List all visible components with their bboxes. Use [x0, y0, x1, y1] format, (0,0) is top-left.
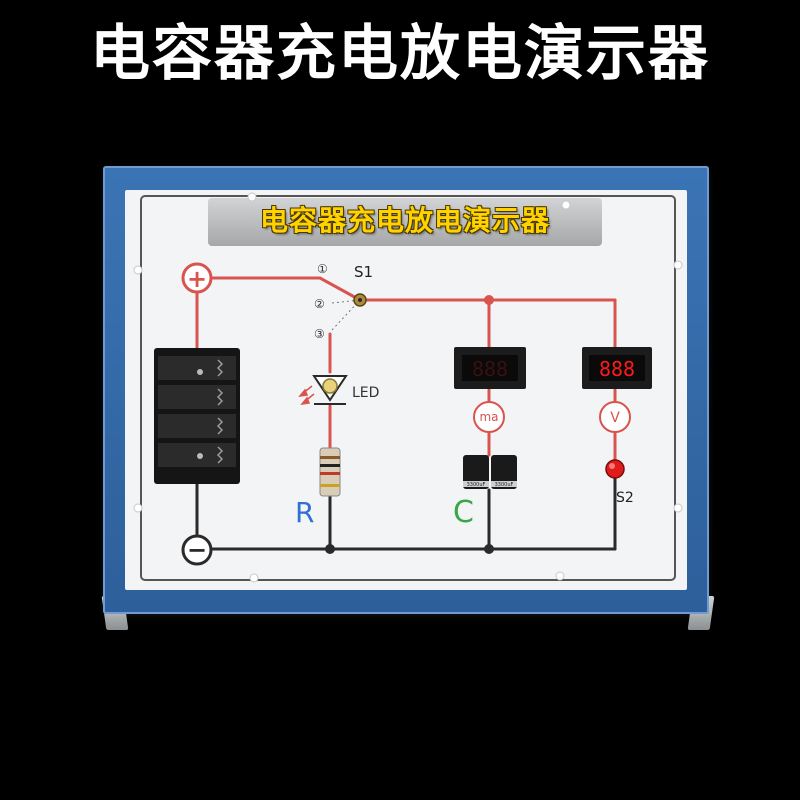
battery-slot [158, 385, 236, 409]
ammeter-icon [473, 401, 505, 433]
board-inner-border [140, 195, 676, 581]
switch-throw-lines [331, 299, 361, 331]
ammeter-digits: 888 [472, 357, 508, 381]
push-button-icon[interactable] [605, 459, 625, 479]
screw-icon [249, 573, 259, 583]
ammeter-label: ma [479, 410, 498, 424]
battery-holder [154, 348, 240, 484]
positive-terminal-icon [181, 262, 213, 294]
led [298, 375, 348, 406]
resistor [319, 447, 341, 497]
screw-icon [247, 192, 257, 202]
junction-dot [484, 295, 494, 305]
banner-title: 电容器充电放电演示器 [259, 204, 550, 237]
switch-s1[interactable] [353, 293, 367, 307]
positive-terminal: + [181, 262, 213, 294]
capacitor: 3300uF 3300uF [463, 455, 517, 489]
capacitor-label: C [453, 495, 474, 530]
led-light-arrows-icon [298, 385, 315, 406]
screw-icon [133, 265, 143, 275]
battery-slot [158, 443, 236, 467]
mounting-screws [133, 192, 683, 583]
capacitor-body [491, 455, 517, 489]
ammeter-display: 888 [454, 347, 526, 389]
positive-symbol: + [187, 265, 207, 293]
led-label: LED [352, 385, 379, 401]
positive-wiring [195, 276, 617, 462]
button-s2-label: S2 [616, 490, 634, 506]
negative-wiring [195, 476, 617, 551]
screw-icon [555, 571, 565, 581]
voltmeter-symbol: V [599, 401, 631, 433]
switch-position-2: ② [314, 297, 325, 311]
voltmeter-label: V [610, 410, 620, 426]
voltmeter-digits: 888 [599, 357, 635, 381]
negative-terminal-icon [181, 534, 213, 566]
capacitor-marking-2: 3300uF [495, 482, 514, 488]
battery-slot [158, 414, 236, 438]
switch-position-3: ③ [314, 327, 325, 341]
resistor-label: R [295, 496, 314, 529]
page-title: 电容器充电放电演示器 [90, 19, 710, 89]
voltmeter-icon [599, 401, 631, 433]
screw-icon [133, 503, 143, 513]
voltmeter-display: 888 [582, 347, 652, 389]
capacitor-marking-1: 3300uF [467, 482, 486, 488]
capacitor-body [463, 455, 489, 489]
junction-dot [325, 544, 335, 554]
battery-slot [158, 356, 236, 380]
screw-icon [561, 200, 571, 210]
screw-icon [673, 503, 683, 513]
switch-position-1: ① [317, 262, 328, 276]
ammeter-symbol: ma [473, 401, 505, 433]
screw-icon [673, 260, 683, 270]
negative-symbol: − [187, 536, 207, 564]
led-bulb-icon [322, 378, 338, 394]
board-banner: 电容器充电放电演示器 [208, 198, 602, 246]
junction-dots [325, 295, 494, 554]
junction-dot [484, 544, 494, 554]
push-button-s2[interactable] [605, 459, 625, 479]
switch-s1-label: S1 [354, 263, 373, 281]
negative-terminal: − [181, 534, 213, 566]
